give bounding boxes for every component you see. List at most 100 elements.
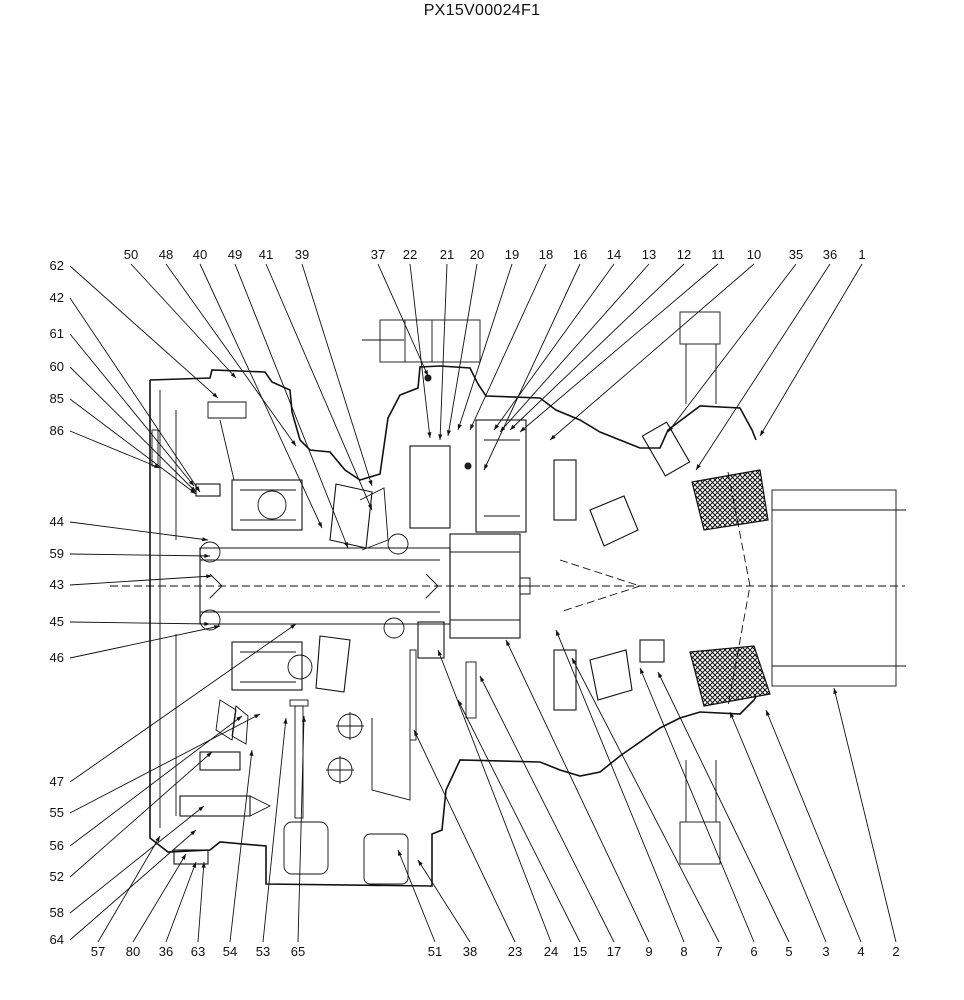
leader-46-left [69,625,221,659]
leader-4-bottom-arrow [766,710,771,716]
leader-36-top [695,263,831,471]
part-label-23-bottom: 23 [508,944,522,959]
leader-43-left-arrow [206,574,212,579]
part-label-51-bottom: 51 [428,944,442,959]
leader-52-left-arrow [206,752,212,758]
part-label-24-bottom: 24 [544,944,558,959]
part-label-46-left: 46 [50,650,64,665]
part-label-37-top: 37 [371,247,385,262]
leader-18-top-arrow [470,424,475,430]
part-label-13-top: 13 [642,247,656,262]
leader-47-left [69,623,297,783]
part-label-64-left: 64 [50,932,64,947]
leader-1-top [759,263,863,437]
leader-61-left-arrow [188,480,194,486]
leader-51-bottom-arrow [398,850,403,856]
part-label-6-bottom: 6 [750,944,757,959]
part-label-47-left: 47 [50,774,64,789]
leader-3-bottom [729,711,827,943]
leader-8-bottom [555,629,685,943]
leader-16-top [483,263,581,471]
leader-62-left-arrow [212,392,218,398]
leader-13-top [499,263,650,433]
leader-52-left [69,751,213,878]
leader-10-top-arrow [550,434,556,440]
part-label-59-left: 59 [50,546,64,561]
leader-8-bottom-arrow [556,630,561,636]
part-label-62-left: 62 [50,258,64,273]
leader-42-left-arrow [195,486,200,492]
leader-38-bottom-arrow [418,860,423,866]
leader-44-left-arrow [202,537,208,542]
leader-17-bottom [479,675,615,943]
leader-37-top-arrow [423,370,428,376]
leader-65-bottom-arrow [301,716,306,722]
leader-36-bottom-arrow [192,862,196,868]
leader-54-bottom-arrow [249,750,254,756]
leader-57-bottom [97,835,161,943]
part-label-36-top: 36 [823,247,837,262]
part-label-5-bottom: 5 [785,944,792,959]
leader-21-top [439,263,448,441]
leader-20-top [447,263,478,437]
leader-36-bottom [165,861,197,943]
part-label-45-left: 45 [50,614,64,629]
leader-49-top [234,263,349,549]
part-label-21-top: 21 [440,247,454,262]
leader-2-bottom-arrow [833,688,838,694]
leader-58-left [69,805,205,914]
leader-59-left-arrow [204,553,210,558]
leader-85-left-arrow [190,488,196,494]
part-label-57-bottom: 57 [91,944,105,959]
part-label-10-top: 10 [747,247,761,262]
leader-55-left [69,713,261,814]
leader-51-bottom [397,849,436,943]
leader-12-top [509,263,685,431]
part-label-42-left: 42 [50,290,64,305]
leader-44-left [69,521,209,541]
leader-36-top-arrow [696,464,701,470]
part-label-14-top: 14 [607,247,621,262]
leader-40-top-arrow [317,522,322,528]
leader-9-bottom [505,639,650,943]
leader-59-left [69,553,211,557]
leader-62-left [69,265,219,399]
leader-11-top-arrow [520,426,526,432]
leader-1-top-arrow [760,430,765,436]
leader-48-top [165,263,297,447]
part-label-39-top: 39 [295,247,309,262]
leader-22-top [409,263,431,439]
leader-15-bottom-arrow [458,700,463,706]
leader-12-top-arrow [510,424,516,430]
part-label-22-top: 22 [403,247,417,262]
leader-56-left [69,715,243,847]
part-label-38-bottom: 38 [463,944,477,959]
leader-48-top-arrow [291,440,296,446]
part-label-12-top: 12 [677,247,691,262]
leader-42-left [69,297,201,493]
part-label-19-top: 19 [505,247,519,262]
part-label-44-left: 44 [50,514,64,529]
part-label-60-left: 60 [50,359,64,374]
leader-22-top-arrow [427,432,432,438]
leader-54-bottom [229,749,253,943]
part-label-17-bottom: 17 [607,944,621,959]
leader-16-top-arrow [484,464,489,470]
leader-86-left [69,430,161,469]
part-label-56-left: 56 [50,838,64,853]
leader-85-left [69,398,197,495]
part-label-48-top: 48 [159,247,173,262]
part-label-43-left: 43 [50,577,64,592]
leader-23-bottom-arrow [414,730,419,736]
leader-19-top [457,263,513,431]
part-label-8-bottom: 8 [680,944,687,959]
leader-47-left-arrow [290,624,296,629]
leader-39-top-arrow [368,480,373,486]
leader-9-bottom-arrow [506,640,511,646]
drawing-id-title: PX15V00024F1 [423,2,541,19]
leader-7-bottom-arrow [572,658,577,664]
leader-5-bottom [657,671,790,943]
leader-19-top-arrow [457,424,462,430]
